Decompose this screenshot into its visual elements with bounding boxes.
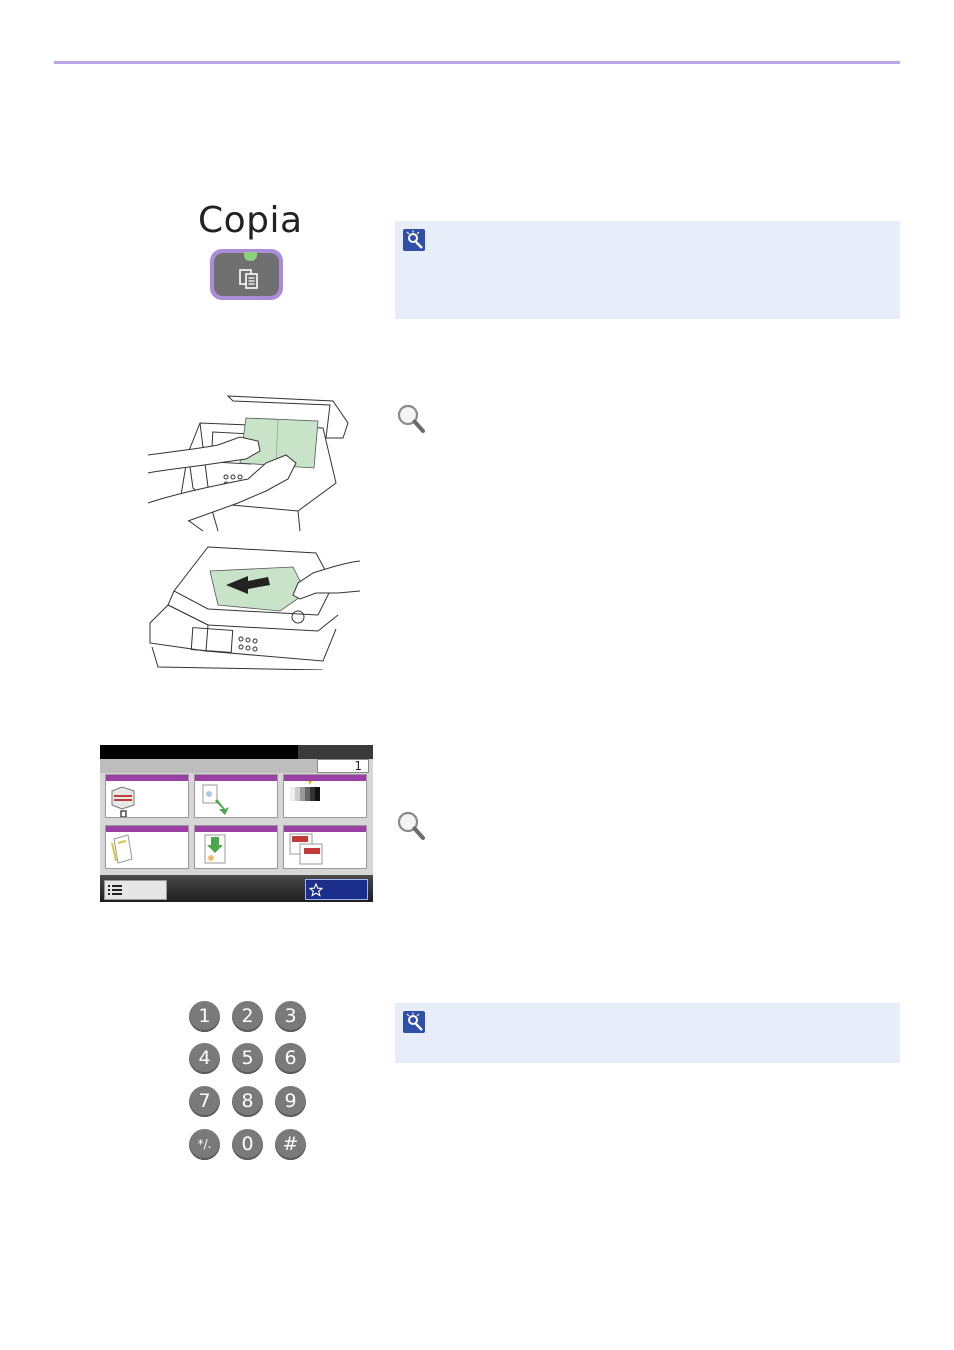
key-7[interactable]: 7 [189,1086,220,1117]
tile-paper-selection[interactable] [105,774,189,818]
tile-duplex[interactable] [105,825,189,869]
key-3[interactable]: 3 [275,1001,306,1032]
tile-combine[interactable] [194,825,278,869]
note-icon [403,1011,425,1033]
key-8[interactable]: 8 [232,1086,263,1117]
zoom-icon [202,784,229,815]
copy-key[interactable] [210,249,283,300]
functions-button[interactable] [104,880,167,900]
combine-icon [204,834,226,864]
key-4[interactable]: 4 [189,1043,220,1074]
key-5[interactable]: 5 [232,1043,263,1074]
copy-count-field[interactable]: 1 [317,759,369,773]
key-asterisk-period[interactable]: */. [189,1129,220,1160]
tile-collate[interactable] [283,825,367,869]
key-1[interactable]: 1 [189,1001,220,1032]
panel-title-bar [100,745,298,759]
note-box [395,1003,900,1063]
magnifier-icon [397,811,425,840]
list-icon [108,885,122,895]
collate-icon [289,833,323,865]
key-9[interactable]: 9 [275,1086,306,1117]
key-hash[interactable]: # [275,1129,306,1160]
touch-panel-screen: 1 [100,745,373,902]
copy-icon [239,269,258,289]
copy-led-indicator [244,252,257,261]
header-rule [54,61,900,64]
magnifier-icon [397,404,425,433]
numeric-keypad: 1 2 3 4 5 6 7 8 9 */. 0 # [189,1000,309,1160]
panel-status-bar [100,759,317,773]
document-processor-illustration [149,546,360,670]
duplex-icon [111,834,133,864]
tile-zoom[interactable] [194,774,278,818]
note-icon [403,229,425,251]
key-2[interactable]: 2 [232,1001,263,1032]
paper-selection-icon [111,786,135,817]
key-0[interactable]: 0 [232,1129,263,1160]
key-6[interactable]: 6 [275,1043,306,1074]
tile-density[interactable] [283,774,367,818]
density-icon [290,781,320,801]
favorites-button[interactable] [305,879,368,900]
note-box [395,221,900,319]
copia-label: Copia [198,200,303,241]
panel-footer [100,875,373,902]
platen-placement-illustration [148,395,349,532]
favorite-star-icon [309,883,323,897]
